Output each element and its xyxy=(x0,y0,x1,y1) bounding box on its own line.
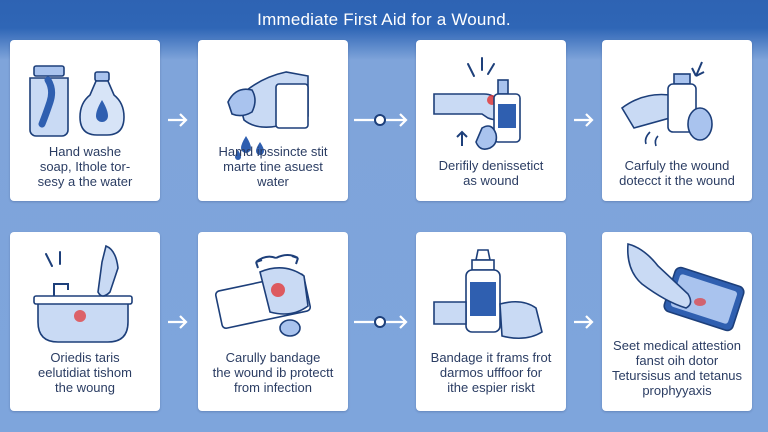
step-4-line-2: dotecct it the wound xyxy=(619,173,735,188)
page-title: Immediate First Aid for a Wound. xyxy=(257,10,511,29)
step-card-8: Seet medical attestion fanst oih dotor T… xyxy=(602,232,752,411)
step-6-line-1: Carully bandage xyxy=(225,350,321,365)
step-card-1: Hand washe soap, Ithole tor- sesy a the … xyxy=(10,40,160,201)
step-8-line-3: Tetursisus and tetanus xyxy=(611,368,743,383)
arrow-right-icon xyxy=(168,113,188,127)
soap-bottles-icon xyxy=(29,65,125,137)
step-6-line-3: from infection xyxy=(233,380,313,395)
arrow-right-icon xyxy=(574,315,594,329)
step-3-line-1: Derifily denissetict xyxy=(438,158,544,173)
step-2-line-2: marte tine asuest xyxy=(223,159,323,174)
bandage-apply-icon xyxy=(214,254,312,337)
hand-cleaning-icon xyxy=(620,61,713,147)
arrow-right-icon xyxy=(574,113,594,127)
antiseptic-spray-icon xyxy=(433,57,521,150)
step-2-line-3: water xyxy=(257,174,289,189)
step-card-6: Carully bandage the wound ib protectt fr… xyxy=(198,232,348,411)
step-7-line-2: darmos ufffoor for xyxy=(439,365,543,380)
step-8-line-1: Seet medical attestion xyxy=(613,338,741,353)
step-1-line-2: soap, Ithole tor- xyxy=(39,159,131,174)
step-4-line-1: Carfuly the wound xyxy=(624,158,730,173)
slider-arrow-icon xyxy=(354,315,408,329)
step-card-3: Derifily denissetict as wound xyxy=(416,40,566,201)
step-7-line-3: ithe espier riskt xyxy=(447,380,535,395)
hand-rinse-icon xyxy=(227,71,309,160)
step-6-line-2: the wound ib protectt xyxy=(212,365,334,380)
step-card-4: Carfuly the wound dotecct it the wound xyxy=(602,40,752,201)
ointment-bottle-icon xyxy=(433,249,543,340)
step-5-line-2: eelutidiat tishom xyxy=(38,365,132,380)
step-1-line-3: sesy a the water xyxy=(37,174,133,189)
step-3-line-2: as wound xyxy=(463,173,519,188)
step-2-line-1: Hamd ipssincte stit xyxy=(218,144,328,159)
step-card-7: Bandage it frams frot darmos ufffoor for… xyxy=(416,232,566,411)
step-card-2: Hamd ipssincte stit marte tine asuest wa… xyxy=(198,40,348,201)
step-7-line-1: Bandage it frams frot xyxy=(430,350,552,365)
slider-arrow-icon xyxy=(354,113,408,127)
step-5-line-3: the woung xyxy=(55,380,115,395)
tablet-attention-icon xyxy=(626,242,745,332)
arrow-right-icon xyxy=(168,315,188,329)
step-1-line-1: Hand washe xyxy=(48,144,122,159)
step-8-line-4: prophyyaxis xyxy=(642,383,712,398)
sink-wash-icon xyxy=(33,244,133,343)
step-5-line-1: Oriedis taris xyxy=(50,350,120,365)
step-card-5: Oriedis taris eelutidiat tishom the woun… xyxy=(10,232,160,411)
step-8-line-2: fanst oih dotor xyxy=(635,353,719,368)
